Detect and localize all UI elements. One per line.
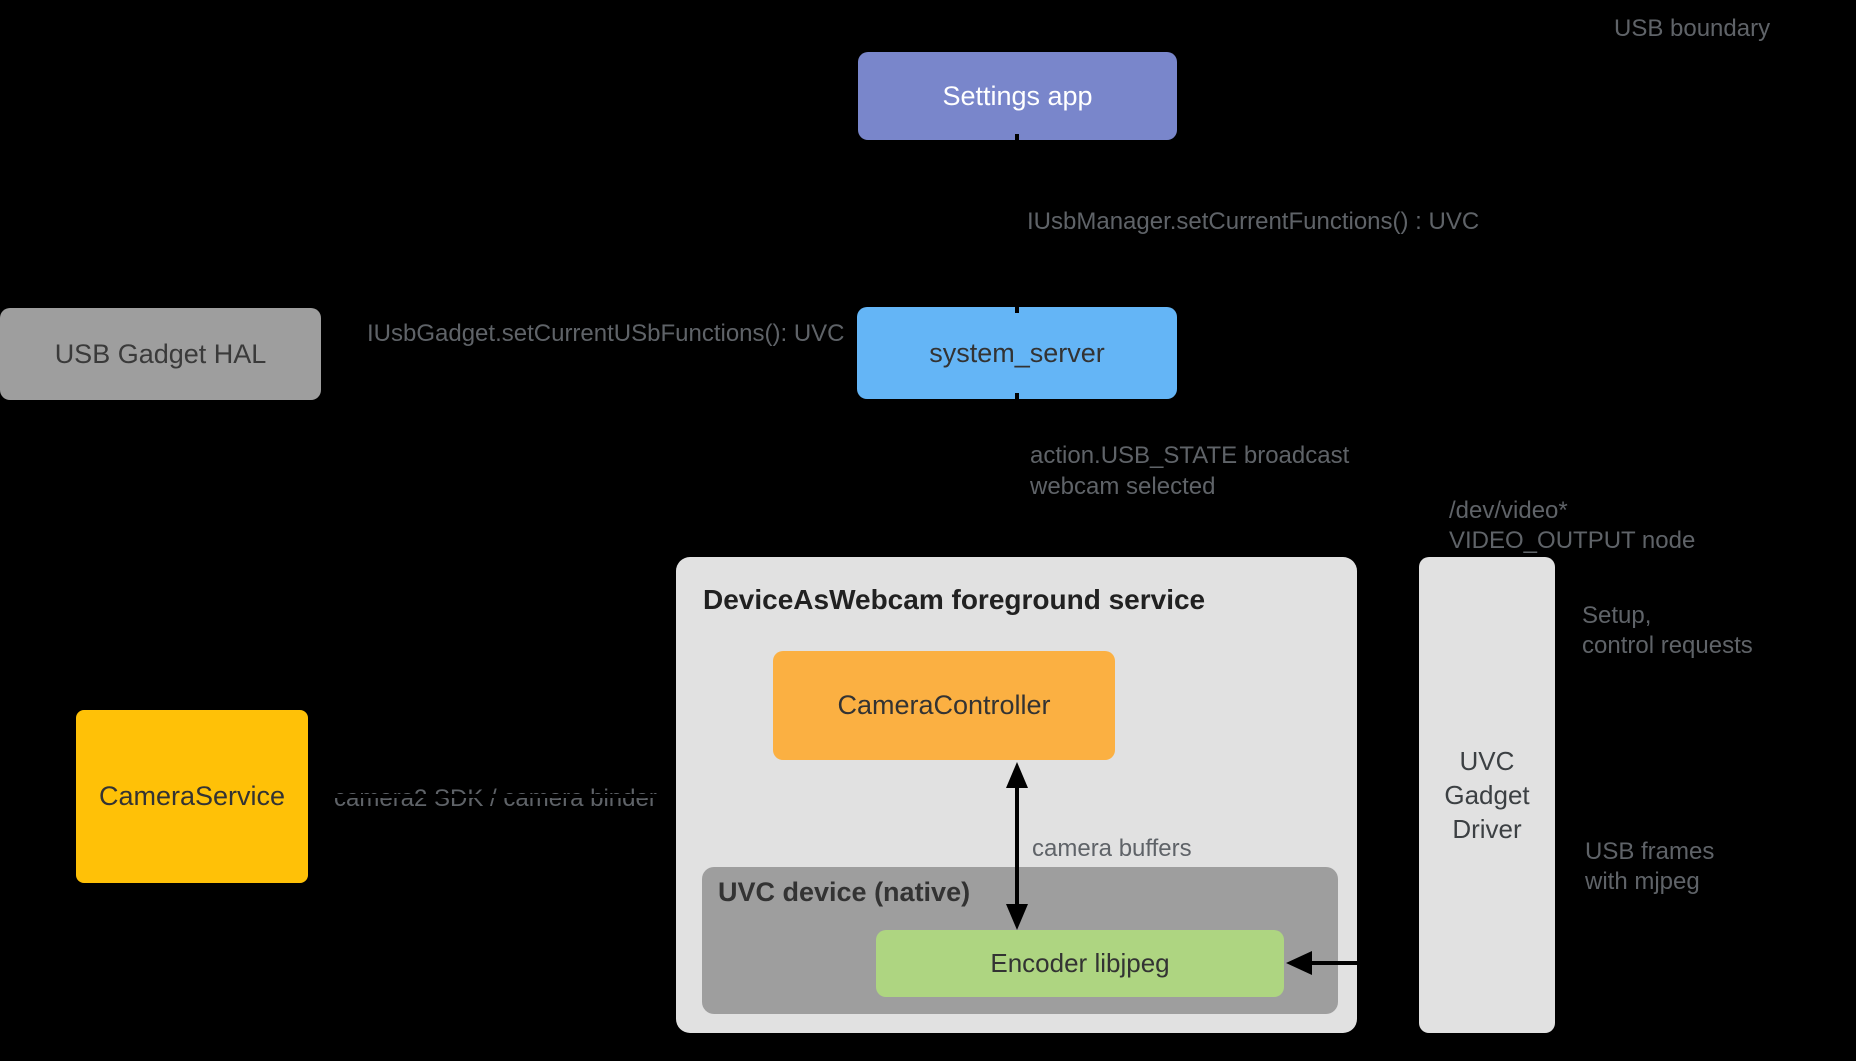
encoder-libjpeg-node: Encoder libjpeg bbox=[876, 930, 1284, 997]
camera-controller-node: CameraController bbox=[773, 651, 1115, 760]
edge-settings-to-systemserver bbox=[1015, 134, 1019, 313]
usb-frames-mjpeg-label: USB frames with mjpeg bbox=[1585, 838, 1715, 895]
settings-app-label: Settings app bbox=[942, 80, 1093, 111]
uvc-gadget-driver-node: UVC Gadget Driver bbox=[1419, 557, 1555, 1033]
system-server-node: system_server bbox=[857, 307, 1177, 399]
usb-state-broadcast-label: action.USB_STATE broadcast webcam select… bbox=[1030, 442, 1350, 500]
system-server-label: system_server bbox=[929, 337, 1105, 368]
arrowhead-left-icon bbox=[1286, 951, 1312, 975]
usb-boundary-label: USB boundary bbox=[1614, 15, 1771, 42]
camera-buffers-label: camera buffers bbox=[1032, 835, 1192, 862]
edge-cameraservice-to-service bbox=[308, 794, 676, 798]
arrowhead-down-icon bbox=[1006, 904, 1028, 930]
camera2-sdk-binder-label: camera2 SDK / camera binder bbox=[334, 785, 657, 812]
iusbgadget-call-label: IUsbGadget.setCurrentUSbFunctions(): UVC bbox=[367, 320, 845, 347]
dev-video-node-label: /dev/video* VIDEO_OUTPUT node bbox=[1449, 497, 1696, 554]
camera-service-label: CameraService bbox=[98, 781, 286, 811]
camera-service-node: CameraService bbox=[76, 710, 308, 883]
settings-app-node: Settings app bbox=[858, 52, 1177, 140]
setup-control-requests-label: Setup, control requests bbox=[1582, 602, 1753, 659]
edge-systemserver-to-hal bbox=[321, 351, 857, 355]
camera-controller-label: CameraController bbox=[837, 690, 1051, 720]
camera-buffers-arrow-line bbox=[1015, 772, 1019, 922]
iusbmanager-call-label: IUsbManager.setCurrentFunctions() : UVC bbox=[1027, 208, 1480, 235]
arrowhead-up-icon bbox=[1006, 762, 1028, 788]
uvc-device-native-title: UVC device (native) bbox=[718, 877, 971, 907]
driver-to-encoder-arrow-line bbox=[1310, 961, 1419, 965]
encoder-libjpeg-label: Encoder libjpeg bbox=[990, 948, 1170, 978]
usb-gadget-hal-label: USB Gadget HAL bbox=[54, 338, 267, 369]
device-as-webcam-service-title: DeviceAsWebcam foreground service bbox=[703, 584, 1206, 615]
edge-systemserver-to-service bbox=[1015, 393, 1019, 557]
usb-gadget-hal-node: USB Gadget HAL bbox=[0, 308, 321, 400]
uvc-gadget-driver-label: UVC Gadget Driver bbox=[1444, 746, 1530, 844]
